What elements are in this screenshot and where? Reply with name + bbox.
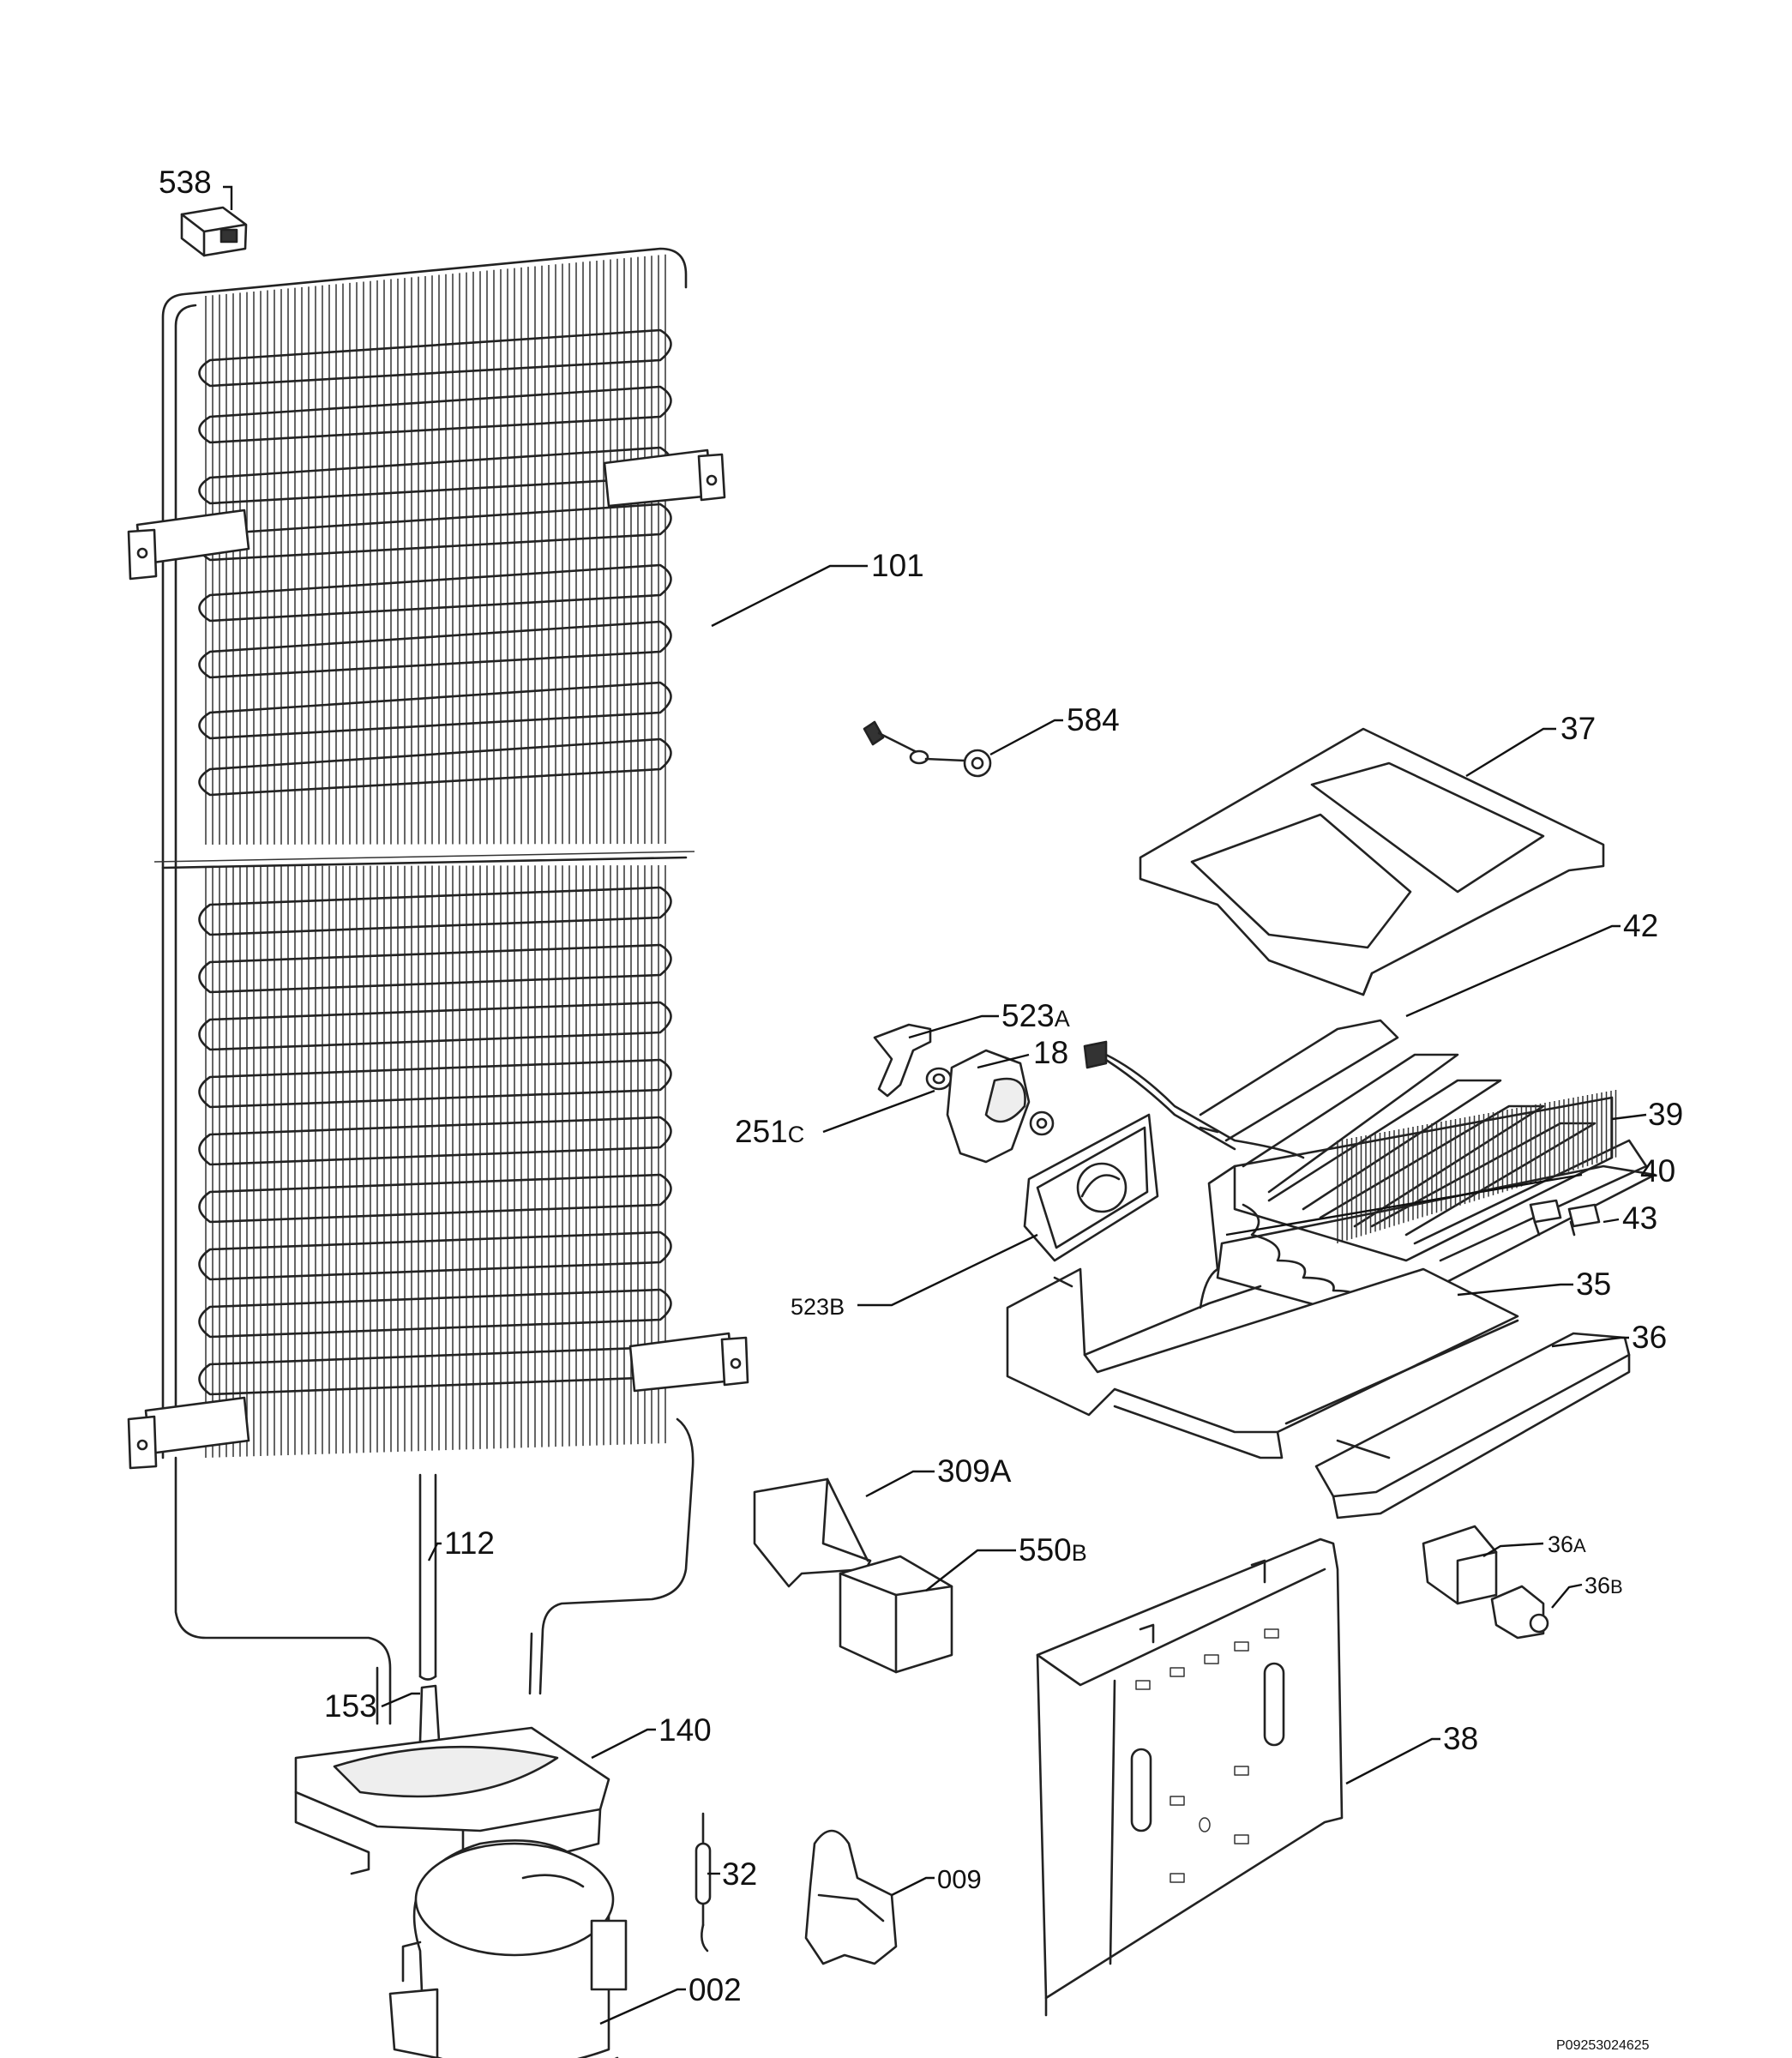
label-550b: 550B bbox=[1019, 1532, 1087, 1568]
label-140: 140 bbox=[658, 1712, 712, 1748]
part-18-fan-motor bbox=[946, 1049, 1055, 1164]
label-36a-number: 36 bbox=[1548, 1531, 1573, 1557]
label-550b-number: 550 bbox=[1019, 1532, 1072, 1568]
part-36a-switch bbox=[1422, 1525, 1498, 1605]
part-40-sheet bbox=[1216, 1164, 1657, 1322]
part-140-base bbox=[294, 1726, 610, 1875]
label-523b-number: 523 bbox=[791, 1294, 829, 1320]
label-309a: 309A bbox=[937, 1453, 1012, 1489]
label-36a: 36A bbox=[1548, 1531, 1586, 1557]
label-36a-suffix: A bbox=[1573, 1535, 1586, 1556]
part-584-sensor bbox=[863, 720, 992, 778]
label-523a-number: 523 bbox=[1001, 998, 1055, 1033]
label-009: 009 bbox=[937, 1864, 982, 1894]
label-36: 36 bbox=[1632, 1320, 1667, 1355]
part-251c-grommet bbox=[925, 1067, 953, 1091]
label-153: 153 bbox=[324, 1688, 377, 1724]
label-523a: 523A bbox=[1001, 998, 1070, 1033]
part-32-protector bbox=[695, 1812, 712, 1953]
label-42: 42 bbox=[1623, 908, 1658, 943]
label-36b-suffix: B bbox=[1610, 1576, 1623, 1598]
label-584: 584 bbox=[1067, 702, 1120, 737]
part-38-panel bbox=[1036, 1537, 1344, 2017]
label-523a-suffix: A bbox=[1055, 1006, 1070, 1032]
label-550b-suffix: B bbox=[1072, 1540, 1087, 1566]
part-112-tube bbox=[418, 1473, 437, 1681]
label-36b: 36B bbox=[1585, 1573, 1623, 1598]
part-523b-plate bbox=[1023, 1113, 1159, 1262]
part-36-front bbox=[1314, 1332, 1631, 1519]
label-523b: 523B bbox=[791, 1294, 845, 1320]
label-37: 37 bbox=[1560, 711, 1596, 746]
leader-lines bbox=[223, 185, 1647, 2025]
label-39: 39 bbox=[1648, 1097, 1683, 1132]
condenser-coil bbox=[127, 247, 749, 1725]
part-523a-bracket bbox=[873, 1023, 932, 1098]
part-002-compressor bbox=[388, 1839, 628, 2058]
label-32: 32 bbox=[722, 1856, 757, 1892]
part-36b-switch bbox=[1490, 1585, 1549, 1640]
label-43: 43 bbox=[1622, 1200, 1657, 1236]
label-18: 18 bbox=[1033, 1035, 1068, 1070]
part-37-cover bbox=[1139, 727, 1605, 996]
part-35-tray bbox=[1006, 1164, 1519, 1459]
label-35: 35 bbox=[1576, 1267, 1611, 1302]
part-labels: 538 101 584 37 42 523A 18 251C 39 40 43 … bbox=[159, 165, 1683, 2053]
part-43-clips bbox=[1529, 1199, 1601, 1237]
label-523b-suffix: B bbox=[829, 1294, 845, 1320]
label-36b-number: 36 bbox=[1585, 1573, 1610, 1598]
part-538-clip bbox=[180, 206, 248, 257]
drawing-code: P09253024625 bbox=[1556, 2038, 1650, 2053]
label-101: 101 bbox=[871, 548, 924, 583]
part-39-evaporator bbox=[1233, 1090, 1617, 1314]
label-112: 112 bbox=[444, 1525, 495, 1561]
part-009-relay bbox=[804, 1829, 898, 1965]
label-538: 538 bbox=[159, 165, 212, 200]
part-550b-box bbox=[839, 1555, 953, 1674]
label-002: 002 bbox=[689, 1972, 742, 2007]
label-38: 38 bbox=[1443, 1721, 1478, 1756]
label-251c: 251C bbox=[735, 1114, 804, 1149]
label-40: 40 bbox=[1640, 1153, 1675, 1188]
label-251c-suffix: C bbox=[788, 1122, 805, 1147]
label-251c-number: 251 bbox=[735, 1114, 788, 1149]
